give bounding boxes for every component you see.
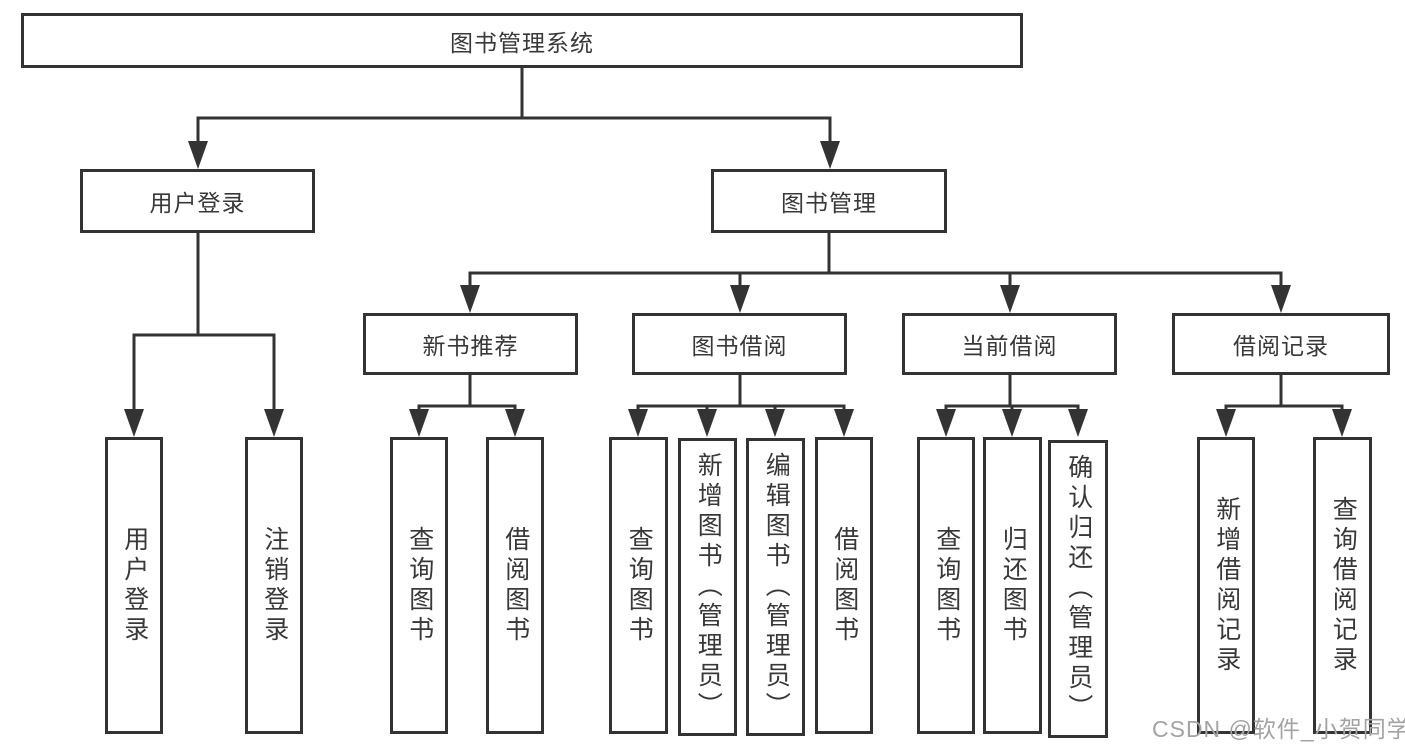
arrowhead [409, 409, 429, 437]
node-label: 查询图书 [625, 525, 654, 646]
node-label: 查询图书 [932, 525, 961, 646]
node-label: 新增图书（管理员） [694, 452, 723, 722]
node-label: 新书推荐 [422, 333, 519, 359]
node-new-book-recommendation: 新书推荐 [363, 313, 578, 375]
arrowhead [460, 285, 480, 313]
arrowhead [124, 409, 144, 437]
node-label: 图书借阅 [691, 333, 788, 359]
node-label: 借阅图书 [830, 525, 859, 646]
node-label: 归还图书 [999, 525, 1028, 646]
arrowhead [264, 409, 284, 437]
arrowhead [1068, 409, 1088, 437]
node-leaf-borrow-books: 借阅图书 [815, 437, 873, 734]
arrowhead [765, 409, 785, 437]
arrowhead [820, 141, 840, 169]
node-leaf-add-books-admin: 新增图书（管理员） [678, 438, 737, 736]
node-leaf-confirm-return-admin: 确认归还（管理员） [1048, 440, 1108, 738]
node-label: 查询图书 [405, 525, 434, 646]
node-library-management-system: 图书管理系统 [21, 13, 1023, 68]
node-leaf-query-books: 查询图书 [609, 437, 668, 734]
node-label: 编辑图书（管理员） [762, 452, 791, 722]
node-leaf-query-borrow-record: 查询借阅记录 [1313, 437, 1372, 734]
node-leaf-query-books: 查询图书 [917, 437, 975, 734]
node-borrowing-records: 借阅记录 [1172, 313, 1390, 375]
node-leaf-borrow-books: 借阅图书 [486, 437, 544, 734]
arrowhead [697, 409, 717, 437]
node-book-management: 图书管理 [711, 169, 947, 233]
node-leaf-return-books: 归还图书 [983, 437, 1042, 734]
arrowhead [188, 141, 208, 169]
node-user-login: 用户登录 [80, 169, 315, 233]
node-leaf-user-login: 用户登录 [105, 437, 163, 734]
arrowhead [1002, 409, 1022, 437]
arrowhead [1271, 285, 1291, 313]
node-label: 图书管理系统 [450, 29, 594, 56]
node-current-borrowing: 当前借阅 [902, 313, 1117, 375]
node-label: 借阅图书 [501, 525, 530, 646]
node-label: 查询借阅记录 [1329, 495, 1358, 676]
node-label: 借阅记录 [1233, 333, 1329, 359]
node-leaf-add-borrow-record: 新增借阅记录 [1197, 437, 1255, 734]
node-label: 用户登录 [149, 190, 246, 216]
arrowhead [505, 409, 525, 437]
arrowhead [1216, 409, 1236, 437]
arrowhead [936, 409, 956, 437]
arrowhead [834, 409, 854, 437]
node-book-borrowing: 图书借阅 [632, 313, 847, 375]
node-label: 注销登录 [260, 525, 289, 646]
node-label: 图书管理 [781, 190, 877, 216]
node-label: 新增借阅记录 [1212, 495, 1241, 676]
node-label: 用户登录 [120, 525, 149, 646]
arrowhead [628, 409, 648, 437]
arrowhead [1000, 285, 1020, 313]
node-label: 确认归还（管理员） [1064, 454, 1093, 724]
node-leaf-edit-books-admin: 编辑图书（管理员） [746, 438, 805, 736]
node-leaf-query-books: 查询图书 [390, 437, 448, 734]
node-leaf-logout: 注销登录 [245, 437, 303, 734]
watermark-csdn: CSDN @软件_小贺同学 [1152, 716, 1405, 742]
arrowhead [730, 285, 750, 313]
arrowhead [1332, 409, 1352, 437]
node-label: 当前借阅 [961, 333, 1058, 359]
